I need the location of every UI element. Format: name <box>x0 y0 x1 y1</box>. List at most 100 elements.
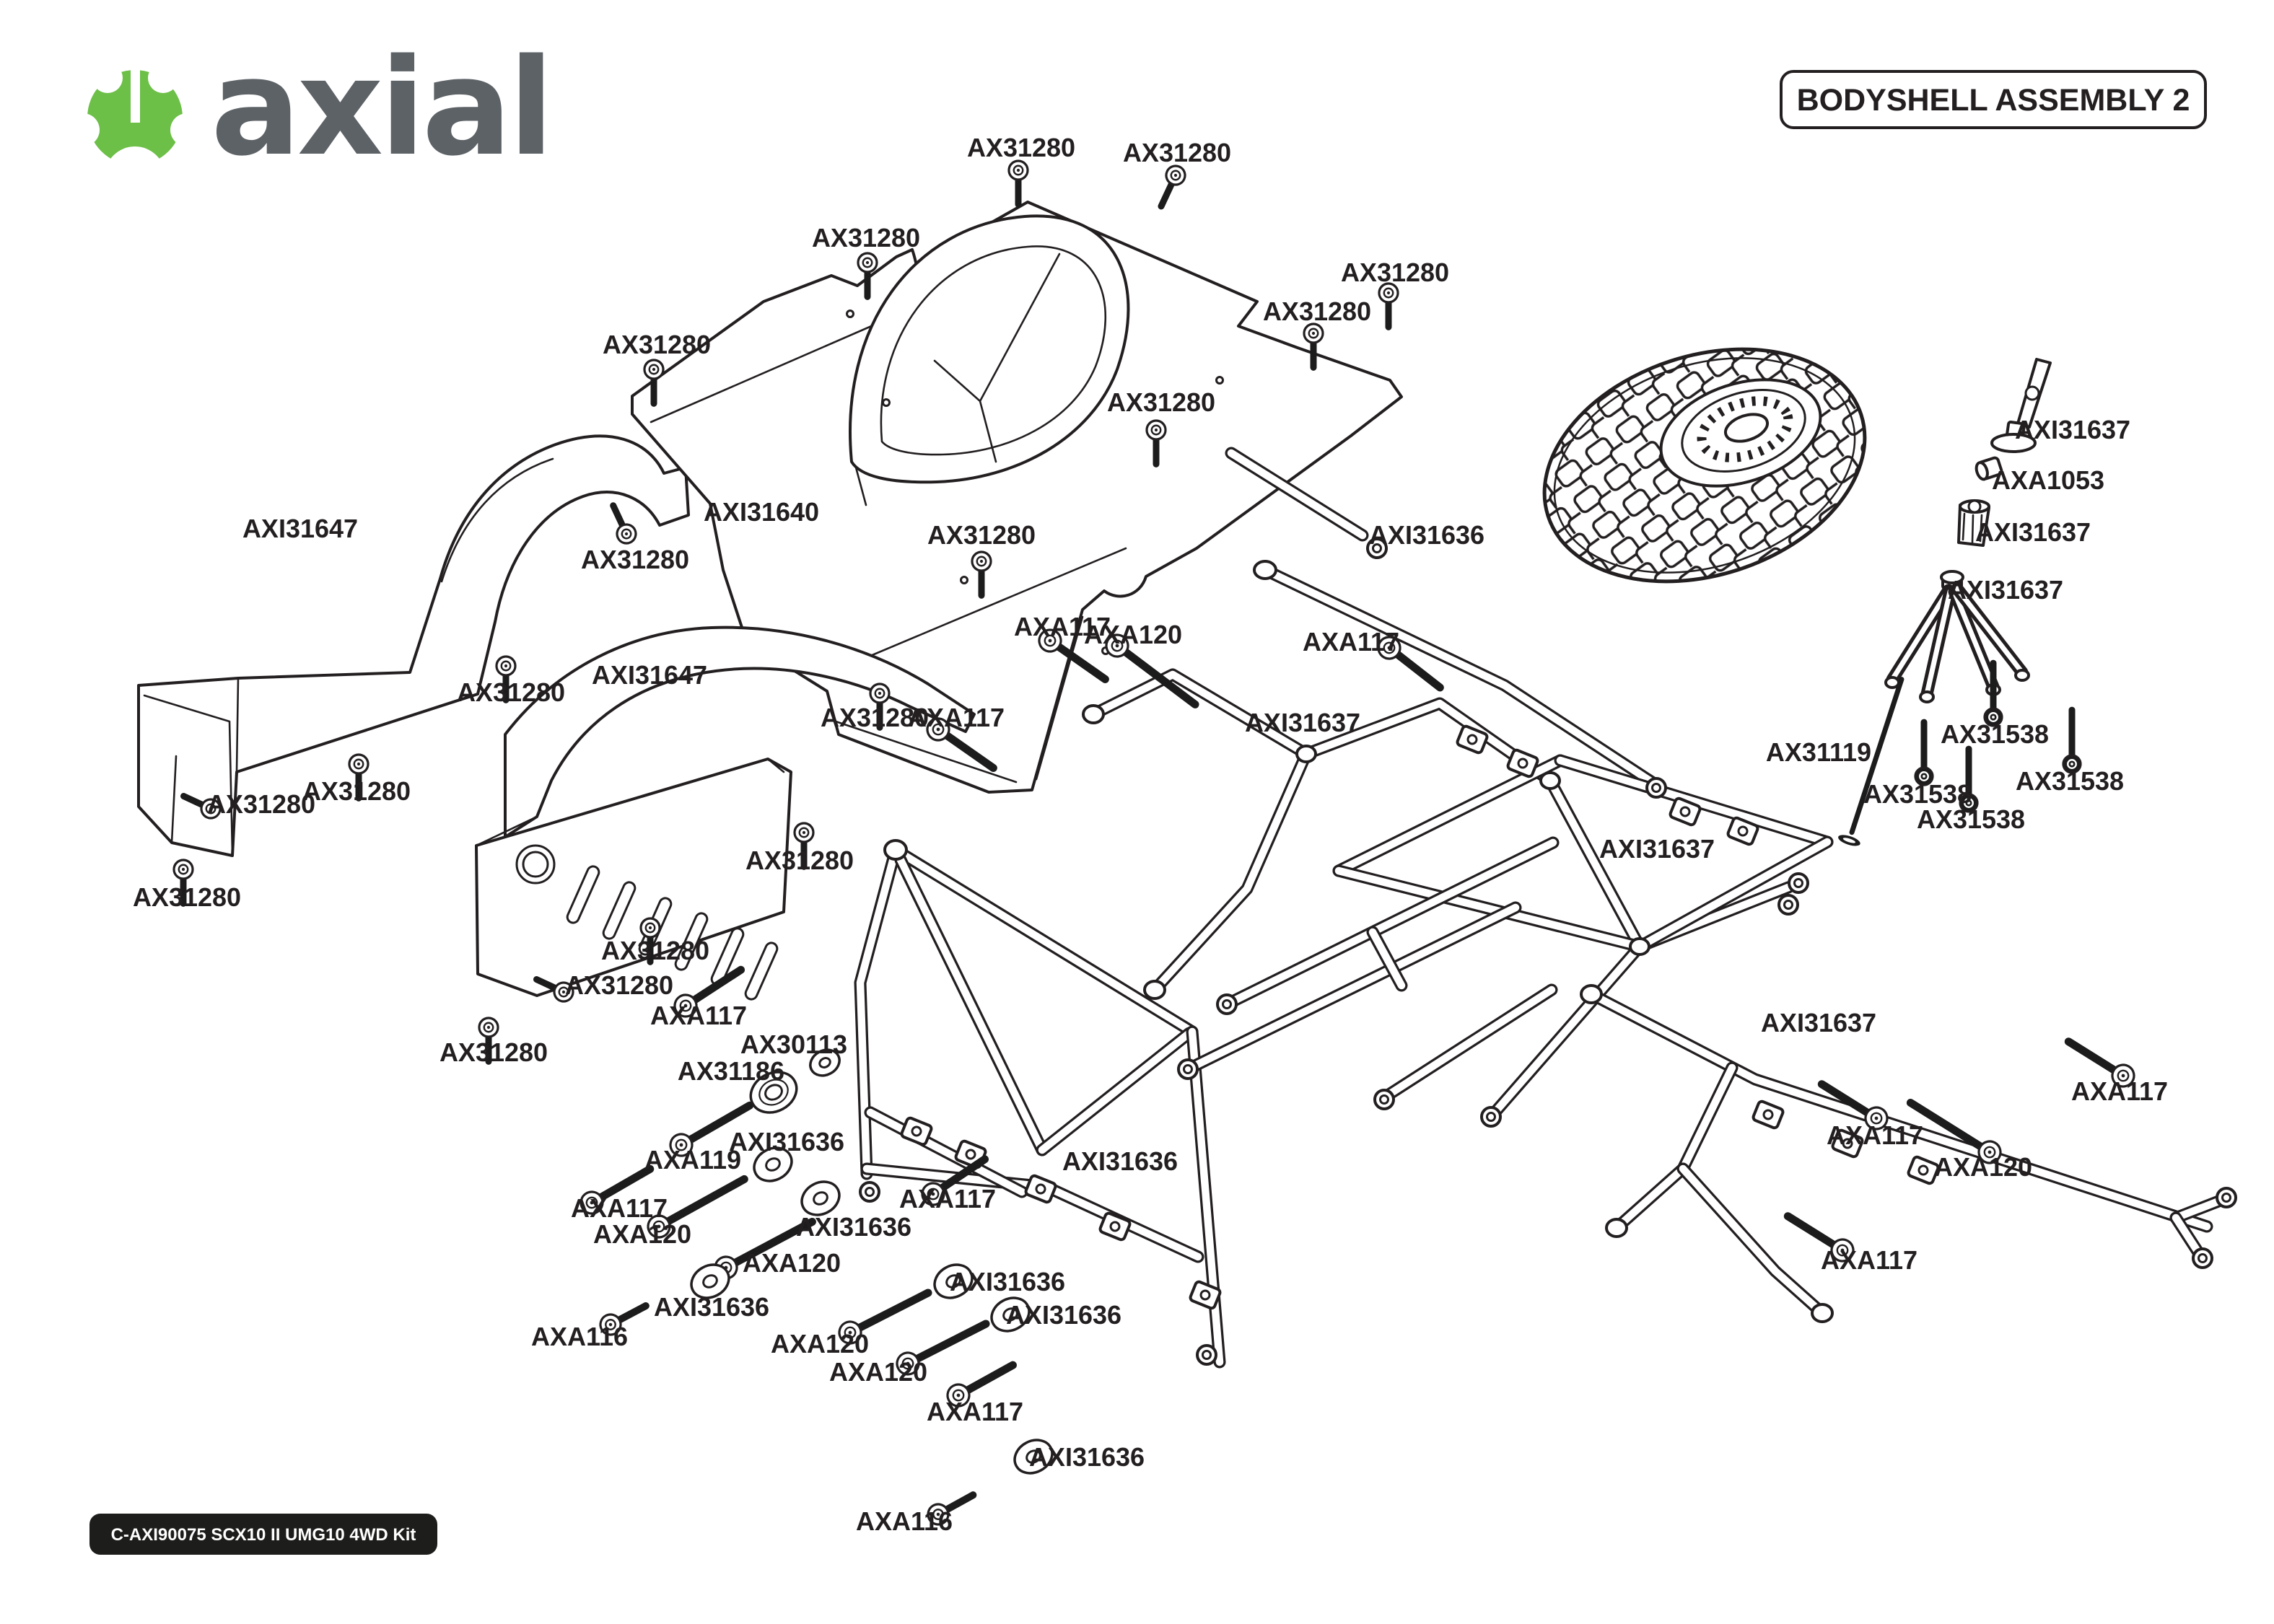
screw-ax31280 <box>348 753 369 802</box>
kit-label-box: C-AXI90075 SCX10 II UMG10 4WD Kit <box>89 1514 437 1555</box>
screw-axa119 <box>669 1101 754 1157</box>
part-label: AXI31636 <box>1006 1300 1121 1330</box>
tube-end-cap <box>1143 980 1166 1000</box>
part-label: AXI31636 <box>654 1292 769 1322</box>
tube-end-cap <box>1605 1218 1628 1238</box>
part-label: AXA116 <box>531 1322 628 1351</box>
part-label: AX31280 <box>1123 138 1231 167</box>
part-label: AX31280 <box>812 223 920 253</box>
part-label: AX31280 <box>967 133 1075 162</box>
part-label: AXI31636 <box>1062 1146 1178 1176</box>
part-label: AX31119 <box>1766 737 1871 767</box>
part-label: AX31280 <box>601 936 709 965</box>
axial-wordmark: axial <box>211 30 551 185</box>
part-label: AX31280 <box>440 1037 548 1067</box>
part-label: AX31280 <box>207 789 315 819</box>
part-spacer-axa1053 <box>1975 456 2003 481</box>
tube-end-cap <box>1580 984 1603 1004</box>
kit-label-text: C-AXI90075 SCX10 II UMG10 4WD Kit <box>111 1525 416 1545</box>
part-label: AXA117 <box>899 1184 996 1213</box>
screw-ax31280 <box>1303 322 1324 371</box>
part-label: AXI31637 <box>1975 517 2091 547</box>
screw-ax31280 <box>610 502 637 545</box>
part-label: AXA120 <box>593 1219 691 1249</box>
part-label: AXA120 <box>1084 620 1182 649</box>
screw-axa117 <box>926 717 997 772</box>
screw-axa120 <box>896 1320 990 1376</box>
mount-block <box>900 1116 933 1146</box>
screw-axa117 <box>2064 1037 2135 1088</box>
part-label: AXA117 <box>1821 1245 1917 1275</box>
screw-axa116 <box>599 1302 650 1336</box>
tube-end-cap <box>1629 937 1650 956</box>
part-label: AXI31637 <box>1599 834 1715 864</box>
part-label: AXA1053 <box>1992 465 2104 495</box>
part-label: AXA117 <box>1827 1120 1923 1150</box>
washer-axi31636 <box>753 1146 793 1182</box>
part-label: AX31280 <box>1341 258 1449 287</box>
part-label: AX31280 <box>1263 297 1371 326</box>
screw-ax31280 <box>533 976 574 1003</box>
page-title: BODYSHELL ASSEMBLY 2 <box>1797 83 2190 118</box>
part-label: AXA120 <box>1934 1152 2032 1182</box>
mount-block <box>1189 1280 1222 1310</box>
part-label: AXI31637 <box>1761 1008 1876 1037</box>
part-spare-tire <box>1542 347 1867 584</box>
part-label: AXA117 <box>1014 612 1111 641</box>
washer-ax31186 <box>749 1071 798 1114</box>
screw-axa117 <box>580 1164 655 1215</box>
washer-axi31636 <box>990 1296 1031 1333</box>
screw-axa117 <box>1817 1080 1889 1131</box>
part-label: AX30113 <box>740 1030 847 1059</box>
washer-axi31636 <box>933 1263 974 1299</box>
washer-axi31636 <box>1013 1439 1054 1475</box>
mount-block <box>1506 748 1539 778</box>
part-label: AX31280 <box>565 970 673 1000</box>
part-label: AXA119 <box>644 1145 741 1175</box>
screw-axa116 <box>927 1491 977 1526</box>
screw-ax31280 <box>495 655 517 703</box>
screw-ax31538 <box>1983 659 2003 727</box>
screw-axa120 <box>1105 633 1199 708</box>
part-label: AX31280 <box>821 703 929 732</box>
mount-block <box>1024 1174 1057 1204</box>
part-label: AX31538 <box>1917 804 2025 834</box>
mount-block <box>1831 1128 1864 1159</box>
screw-ax31280 <box>1158 164 1186 210</box>
washer-ax30113 <box>809 1048 841 1077</box>
screw-axa120 <box>1906 1099 2002 1164</box>
fasteners-layer <box>172 159 2135 1526</box>
mount-block <box>1726 816 1759 846</box>
part-label: AX31538 <box>1941 719 2049 749</box>
part-fender-front-axi31647 <box>475 626 976 1001</box>
screw-ax31280 <box>793 822 815 870</box>
fender-vent-slots <box>566 865 779 1001</box>
mount-block <box>1098 1211 1132 1242</box>
part-label: AXA117 <box>1303 627 1399 657</box>
part-label: AX31280 <box>457 677 565 707</box>
part-label: AXI31647 <box>592 660 707 690</box>
screw-ax31538 <box>2062 706 2082 774</box>
screw-ax31280 <box>1007 159 1029 208</box>
tube-end-cap <box>1295 745 1317 763</box>
part-label: AXA117 <box>571 1193 668 1223</box>
tube-end-cap <box>1253 560 1277 580</box>
axial-logo-emblem <box>66 63 204 207</box>
tube-end-cap <box>1539 771 1561 790</box>
part-label: AX31186 <box>678 1056 784 1086</box>
screw-axa117 <box>921 1155 989 1206</box>
part-label: AXA120 <box>743 1248 841 1278</box>
tube-end-cap <box>2014 669 2030 682</box>
screw-axa120 <box>838 1289 932 1345</box>
screw-axa117 <box>946 1361 1017 1408</box>
part-label: AXA120 <box>771 1329 869 1359</box>
screw-ax31280 <box>172 859 194 907</box>
screw-ax31280 <box>478 1017 499 1065</box>
mount-block <box>1456 724 1489 755</box>
part-label: AXA117 <box>927 1397 1023 1426</box>
screw-axa117 <box>1038 628 1109 683</box>
tube-end-cap <box>1919 690 1935 703</box>
part-antenna-mount-axi31637 <box>1990 358 2052 453</box>
